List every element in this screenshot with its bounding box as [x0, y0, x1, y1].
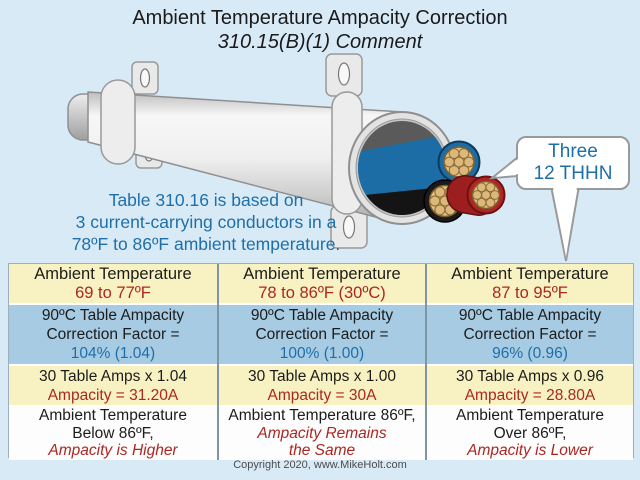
note-black1: Ambient Temperature: [39, 407, 187, 424]
note-cell: Ambient Temperature Below 86ºF, Ampacity…: [9, 405, 217, 460]
strap-hole: [139, 68, 151, 88]
calc-cell: 30 Table Amps x 1.04 Ampacity = 31.20A: [9, 364, 217, 405]
copper-strands: [472, 182, 500, 208]
copper-strands: [443, 148, 475, 176]
copyright-text: Copyright 2020, www.MikeHolt.com: [233, 459, 407, 471]
title-line2: 310.15(B)(1) Comment: [217, 31, 423, 53]
factor-cell: 90ºC Table Ampacity Correction Factor = …: [219, 303, 425, 364]
table-column-87-95: Ambient Temperature 87 to 95ºF 90ºC Tabl…: [425, 264, 633, 460]
calc-line: 30 Table Amps x 1.04: [39, 367, 187, 385]
factor-line2: Correction Factor =: [255, 326, 389, 343]
page-title: Ambient Temperature Ampacity Correction …: [0, 6, 640, 54]
header-title: Ambient Temperature: [243, 265, 401, 283]
note-red2: the Same: [288, 442, 356, 459]
ampacity-correction-table: Ambient Temperature 69 to 77ºF 90ºC Tabl…: [8, 263, 634, 460]
mounting-strap-right: [325, 53, 368, 249]
factor-line1: 90ºC Table Ampacity: [41, 307, 185, 324]
header-cell: Ambient Temperature 87 to 95ºF: [427, 264, 633, 303]
note-black1: Ambient Temperature 86ºF,: [228, 407, 416, 424]
header-cell: Ambient Temperature 69 to 77ºF: [9, 264, 217, 303]
callout-line2: 12 THHN: [533, 163, 613, 184]
calc-cell: 30 Table Amps x 1.00 Ampacity = 30A: [219, 364, 425, 405]
callout-bubble: [488, 136, 630, 262]
header-range: 69 to 77ºF: [75, 283, 151, 302]
factor-value: 104% (1.04): [70, 345, 156, 362]
table-column-69-77: Ambient Temperature 69 to 77ºF 90ºC Tabl…: [9, 264, 217, 460]
note-red1: Ampacity Remains: [257, 424, 387, 442]
factor-line1: 90ºC Table Ampacity: [458, 307, 602, 324]
note-cell: Ambient Temperature 86ºF, Ampacity Remai…: [219, 405, 425, 460]
intro-line2: 3 current-carrying conductors in a: [75, 212, 337, 232]
note-black2: Over 86ºF,: [493, 424, 567, 442]
conductor-blue: [437, 140, 481, 184]
strap-hole: [337, 62, 351, 86]
intro-line1: Table 310.16 is based on: [108, 190, 304, 210]
callout-line1: Three: [548, 141, 598, 162]
conductor-red: [446, 175, 506, 216]
factor-cell: 90ºC Table Ampacity Correction Factor = …: [9, 303, 217, 364]
factor-line2: Correction Factor =: [46, 326, 180, 343]
header-range: 78 to 86ºF (30ºC): [258, 283, 386, 302]
intro-text: Table 310.16 is based on 3 current-carry…: [10, 189, 402, 255]
ampacity-line: Ampacity = 31.20A: [47, 386, 179, 404]
header-range: 87 to 95ºF: [492, 283, 568, 302]
callout-label: Three 12 THHN: [517, 141, 629, 185]
calc-cell: 30 Table Amps x 0.96 Ampacity = 28.80A: [427, 364, 633, 405]
header-title: Ambient Temperature: [34, 265, 192, 283]
note-black2: Below 86ºF,: [72, 424, 154, 442]
strap-hole: [342, 215, 356, 239]
calc-line: 30 Table Amps x 1.00: [248, 367, 396, 385]
note-red1: Ampacity is Higher: [48, 442, 178, 459]
factor-value: 96% (0.96): [492, 345, 568, 362]
intro-line3: 78ºF to 86ºF ambient temperature.: [71, 234, 341, 254]
header-cell: Ambient Temperature 78 to 86ºF (30ºC): [219, 264, 425, 303]
calc-line: 30 Table Amps x 0.96: [456, 367, 604, 385]
title-line1: Ambient Temperature Ampacity Correction: [132, 7, 508, 29]
factor-line2: Correction Factor =: [463, 326, 597, 343]
conduit-illustration: [67, 53, 630, 262]
factor-cell: 90ºC Table Ampacity Correction Factor = …: [427, 303, 633, 364]
mounting-strap-left-band: [100, 79, 136, 165]
table-column-78-86: Ambient Temperature 78 to 86ºF (30ºC) 90…: [217, 264, 425, 460]
note-red1: Ampacity is Lower: [467, 442, 593, 459]
factor-line1: 90ºC Table Ampacity: [250, 307, 394, 324]
note-cell: Ambient Temperature Over 86ºF, Ampacity …: [427, 405, 633, 460]
header-title: Ambient Temperature: [451, 265, 609, 283]
factor-value: 100% (1.00): [279, 345, 365, 362]
ampacity-line: Ampacity = 28.80A: [464, 386, 596, 404]
ampacity-line: Ampacity = 30A: [267, 386, 377, 404]
note-black1: Ambient Temperature: [456, 407, 604, 424]
